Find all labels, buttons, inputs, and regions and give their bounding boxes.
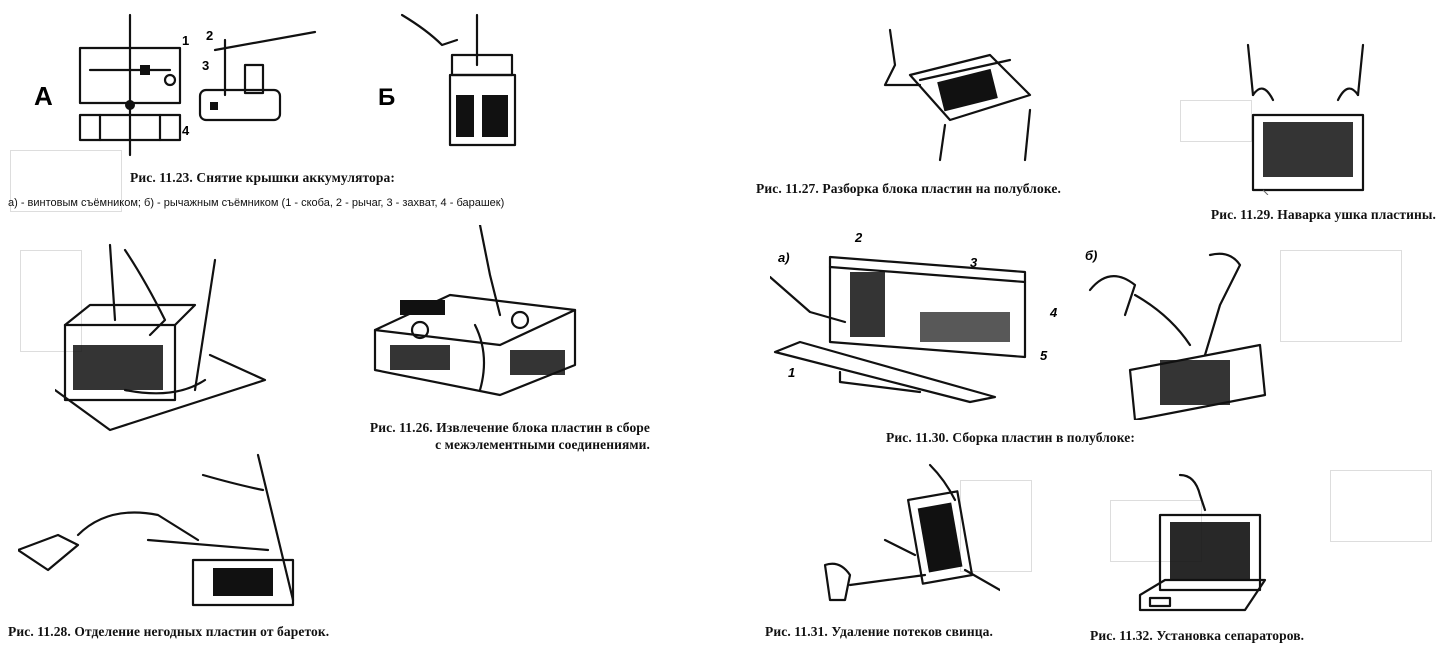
caption-fig-11-26-line2: с межэлементными соединениями. xyxy=(435,437,650,452)
caption-fig-11-29: Рис. 11.29. Наварка ушка пластины. xyxy=(1210,207,1436,222)
figure-11-30-a-illustration: а) 2 3 4 5 1 xyxy=(770,232,1070,407)
figure-11-30-b-illustration: б) xyxy=(1080,245,1275,420)
figure-11-23-illustration: А 1 4 2 3 xyxy=(30,10,320,160)
label-2: 2 xyxy=(854,232,863,245)
background-sketch xyxy=(1330,470,1432,542)
caption-fig-11-23: Рис. 11.23. Снятие крышки аккумулятора: xyxy=(130,170,395,185)
caption-fig-11-30: Рис. 11.30. Сборка пластин в полублоке: xyxy=(886,430,1135,445)
background-sketch xyxy=(1280,250,1402,342)
label-3: 3 xyxy=(202,58,209,73)
background-sketch xyxy=(1180,100,1252,142)
figure-11-23-b-illustration: Б xyxy=(372,10,532,150)
figure-11-28-illustration xyxy=(18,450,323,610)
caption-fig-11-27: Рис. 11.27. Разборка блока пластин на по… xyxy=(756,181,1061,196)
background-sketch xyxy=(960,480,1032,572)
label-1: 1 xyxy=(182,33,189,48)
label-4: 4 xyxy=(182,123,190,138)
figure-11-26-left-illustration xyxy=(55,240,270,435)
figure-11-31-illustration xyxy=(815,460,1000,620)
caption-fig-11-28: Рис. 11.28. Отделение негодных пластин о… xyxy=(8,624,330,639)
caption-fig-11-32: Рис. 11.32. Установка сепараторов. xyxy=(1090,628,1305,643)
label-1: 1 xyxy=(788,365,795,380)
label-b: Б xyxy=(378,84,395,111)
figure-11-32-illustration xyxy=(1135,470,1270,620)
label-3: 3 xyxy=(970,255,978,270)
figure-11-27-illustration xyxy=(880,25,1040,165)
label-a: А xyxy=(34,81,53,111)
label-5: 5 xyxy=(1040,348,1048,363)
label-a: а) xyxy=(778,250,790,265)
figure-11-29-illustration xyxy=(1238,40,1373,195)
label-4: 4 xyxy=(1049,305,1058,320)
background-sketch xyxy=(10,150,122,212)
label-b: б) xyxy=(1085,248,1097,263)
caption-fig-11-31: Рис. 11.31. Удаление потеков свинца. xyxy=(765,624,993,639)
background-sketch xyxy=(20,250,82,352)
label-2: 2 xyxy=(206,28,213,43)
figure-11-26-right-illustration xyxy=(370,225,585,400)
caption-fig-11-26-line1: Рис. 11.26. Извлечение блока пластин в с… xyxy=(369,420,650,435)
caption-fig-11-23-note: а) - винтовым съёмником; б) - рычажным с… xyxy=(8,197,505,209)
